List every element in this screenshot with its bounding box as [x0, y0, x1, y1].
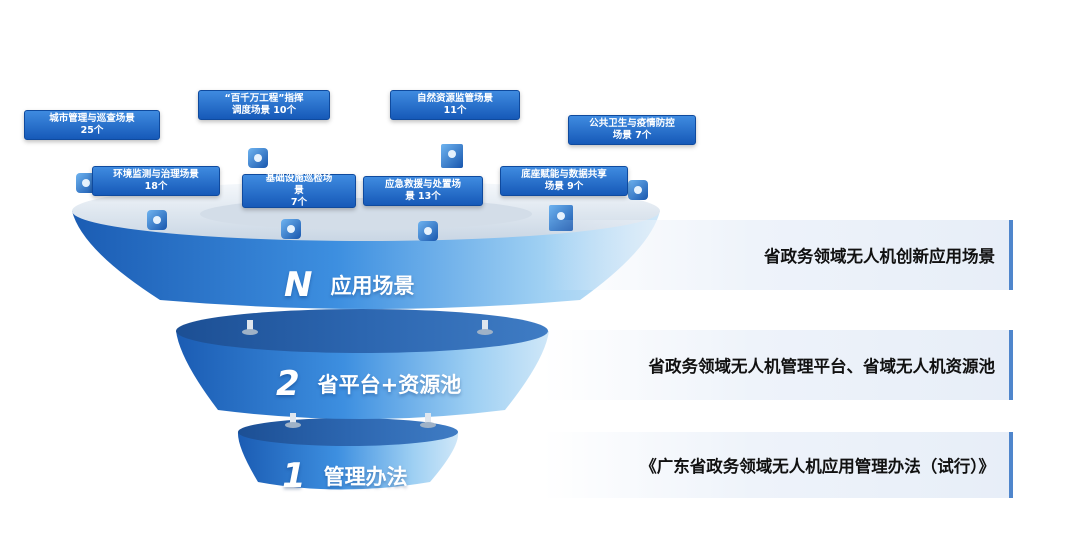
banner-application: 省政务领域无人机创新应用场景 — [543, 220, 1013, 290]
drone-pod-icon — [147, 210, 167, 230]
scenario-line: 调度场景 10个 — [231, 105, 297, 116]
scenario-callout: 公共卫生与疫情防控场景 7个 — [568, 115, 696, 145]
scenario-callout: 底座赋能与数据共享场景 9个 — [500, 166, 628, 196]
banner-platform: 省政务领域无人机管理平台、省域无人机资源池 — [543, 330, 1013, 400]
scenario-line: 11个 — [443, 105, 467, 116]
scenario-line: 自然资源监管场景 — [416, 93, 493, 104]
banner-text: 《广东省政务领域无人机应用管理办法（试行）》 — [640, 457, 995, 476]
scenario-line: 应急救援与处置场 — [384, 179, 461, 190]
scenario-line: 7个 — [290, 197, 308, 208]
scenario-line: 场景 9个 — [544, 181, 584, 192]
scenario-line: 景 — [294, 185, 304, 196]
tier-text: 省平台+资源池 — [317, 373, 462, 397]
tier-number: 1 — [282, 456, 306, 496]
tier-text: 管理办法 — [323, 465, 408, 489]
scenario-line: 底座赋能与数据共享 — [521, 169, 607, 180]
tier-number: 2 — [276, 364, 300, 404]
scenario-line: “百千万工程”指挥 — [224, 93, 304, 104]
tier-label-regulation: 1 管理办法 — [282, 456, 408, 496]
banner-regulation: 《广东省政务领域无人机应用管理办法（试行）》 — [543, 432, 1013, 498]
scenario-line: 城市管理与巡查场景 — [49, 113, 135, 124]
tier-number: N — [284, 265, 313, 305]
drone-pod-icon — [441, 144, 463, 168]
drone-pod-icon — [628, 180, 648, 200]
scenario-callout: 应急救援与处置场景 13个 — [363, 176, 483, 206]
tier-text: 应用场景 — [330, 274, 415, 298]
scenario-callout: “百千万工程”指挥调度场景 10个 — [198, 90, 330, 120]
banner-text: 省政务领域无人机创新应用场景 — [764, 247, 995, 266]
scenario-line: 25个 — [80, 125, 104, 136]
tier-label-platform: 2 省平台+资源池 — [276, 364, 461, 404]
scenario-line: 环境监测与治理场景 — [113, 169, 199, 180]
scenario-line: 景 13个 — [405, 191, 441, 202]
tier-label-application: N 应用场景 — [284, 265, 414, 305]
scenario-line: 基础设施巡检场 — [265, 173, 333, 184]
drone-pod-icon — [76, 173, 96, 193]
banner-text: 省政务领域无人机管理平台、省域无人机资源池 — [648, 357, 996, 376]
drone-pod-icon — [281, 219, 301, 239]
connector-pins — [242, 320, 493, 428]
drone-pod-icon — [418, 221, 438, 241]
scenario-line: 公共卫生与疫情防控 — [589, 118, 675, 129]
drone-pod-icon — [248, 148, 268, 168]
scenario-line: 场景 7个 — [612, 130, 652, 141]
funnel-tier-middle — [176, 309, 549, 419]
scenario-line: 18个 — [144, 181, 168, 192]
